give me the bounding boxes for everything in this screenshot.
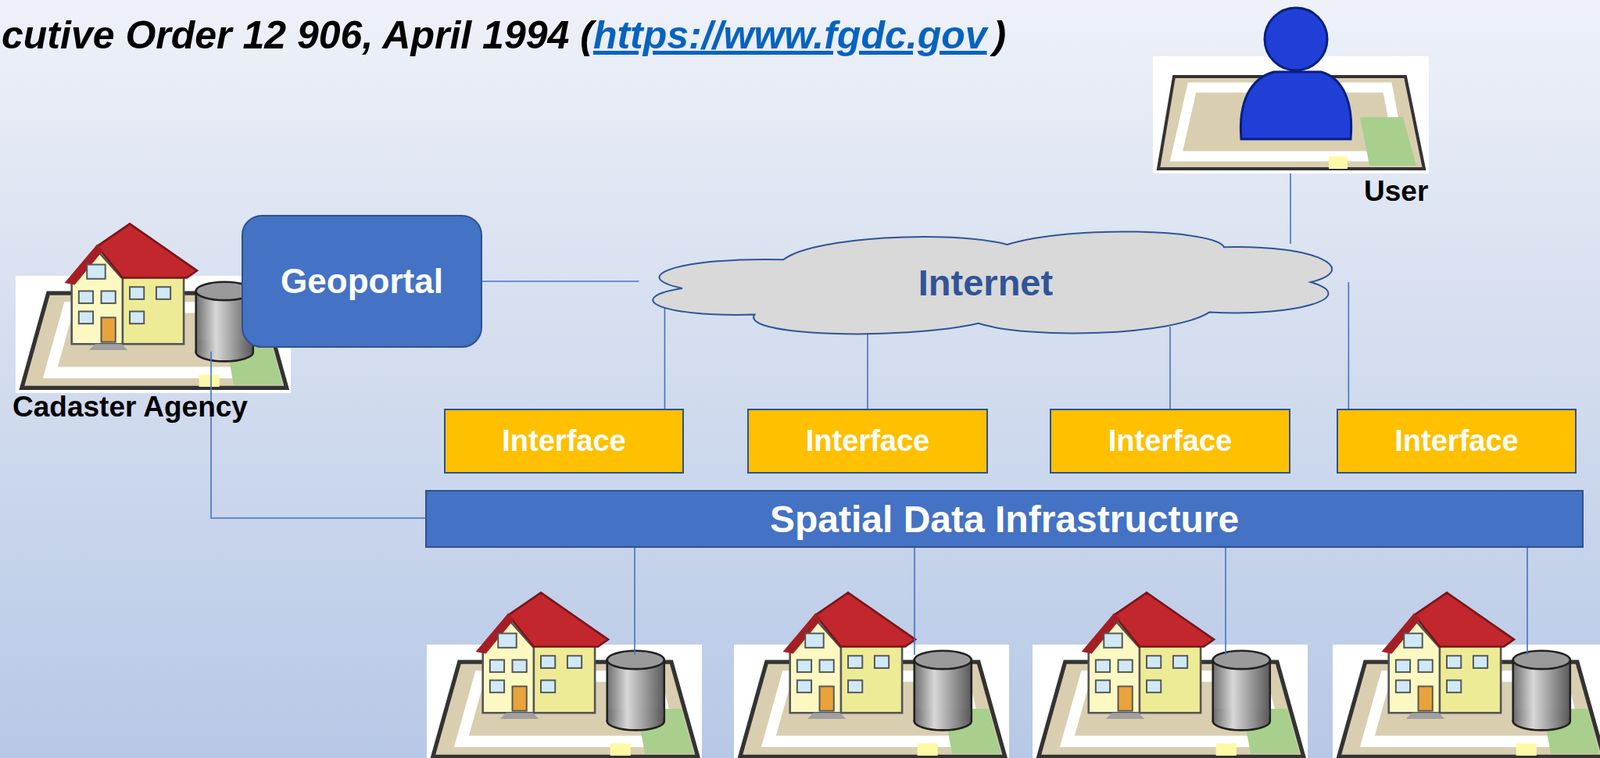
connector <box>1348 282 1350 409</box>
geoportal-box: Geoportal <box>241 214 483 348</box>
reference-line: cutive Order 12 906, April 1994 (https:/… <box>1 12 1006 58</box>
interface-box: Interface <box>1336 408 1577 474</box>
user-icon <box>1152 7 1429 174</box>
box-label: Geoportal <box>280 261 444 301</box>
reference-text: cutive Order 12 906, April 1994 ( <box>1 12 594 58</box>
box-label: Spatial Data Infrastructure <box>769 497 1239 541</box>
agency-label: Cadaster Agency <box>12 390 248 424</box>
sdi-band: Spatial Data Infrastructure <box>425 490 1584 548</box>
agency-icon <box>426 592 702 758</box>
interface-box: Interface <box>747 408 988 474</box>
box-label: Interface <box>1394 424 1518 459</box>
agency-icon <box>1032 592 1308 758</box>
user-label: User <box>1363 175 1429 208</box>
box-label: Interface <box>1108 424 1232 459</box>
reference-link: https://www.fgdc.gov <box>593 12 988 58</box>
leader-lines <box>211 173 1528 656</box>
agency-icon <box>1332 592 1600 758</box>
connector <box>482 280 639 283</box>
interface-box: Interface <box>1049 408 1291 474</box>
connector <box>1169 326 1171 409</box>
box-label: Interface <box>501 424 626 459</box>
connector <box>866 331 869 409</box>
internet-cloud: Internet <box>624 219 1347 345</box>
connector <box>664 301 666 409</box>
reference-text: ) <box>993 12 1007 58</box>
box-label: Interface <box>805 424 930 459</box>
interface-box: Interface <box>443 408 684 474</box>
cloud-label: Internet <box>918 261 1053 305</box>
agency-icon <box>733 592 1010 758</box>
